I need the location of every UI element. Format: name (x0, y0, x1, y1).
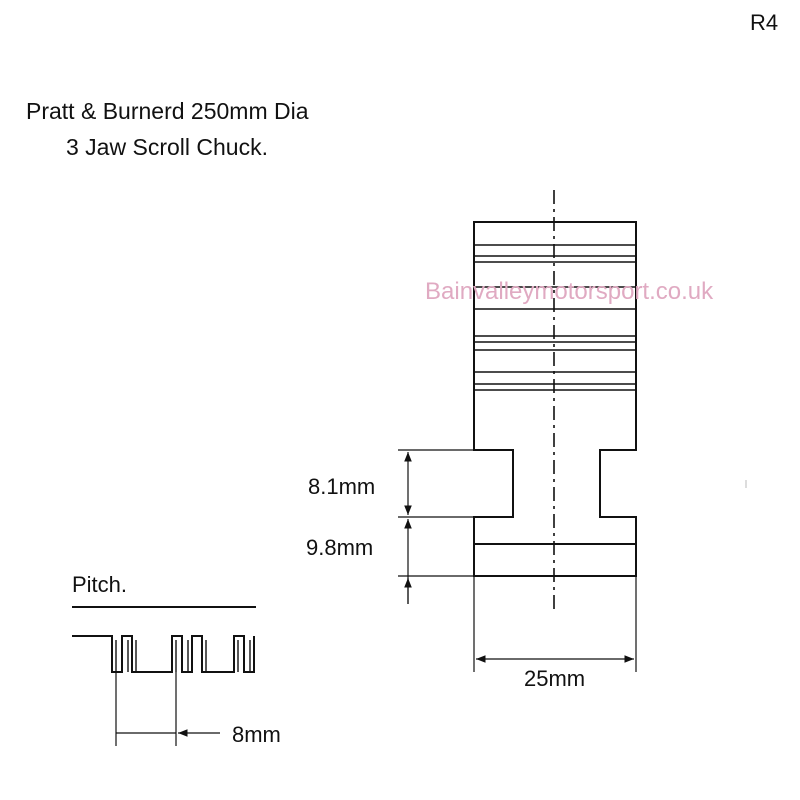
jaw-serrations (474, 244, 636, 391)
pitch-label: Pitch. (72, 572, 128, 597)
title-line-1: Pratt & Burnerd 250mm Dia (26, 98, 309, 124)
dim-upper-height: 8.1mm (308, 474, 376, 499)
pitch-teeth-inner (115, 640, 251, 672)
width-extension-lines (473, 576, 637, 672)
dim-lower-height: 9.8mm (306, 535, 374, 560)
pitch-teeth (72, 635, 255, 673)
title-line-2: 3 Jaw Scroll Chuck. (66, 134, 268, 160)
reference-label: R4 (750, 10, 779, 35)
dim-pitch: 8mm (232, 722, 281, 747)
jaw-outline (473, 221, 637, 577)
watermark: Bainvalleymotorsport.co.uk (425, 278, 714, 305)
dim-width: 25mm (524, 666, 586, 691)
height-extension-lines (398, 449, 474, 577)
pitch-extension-lines (115, 672, 177, 746)
